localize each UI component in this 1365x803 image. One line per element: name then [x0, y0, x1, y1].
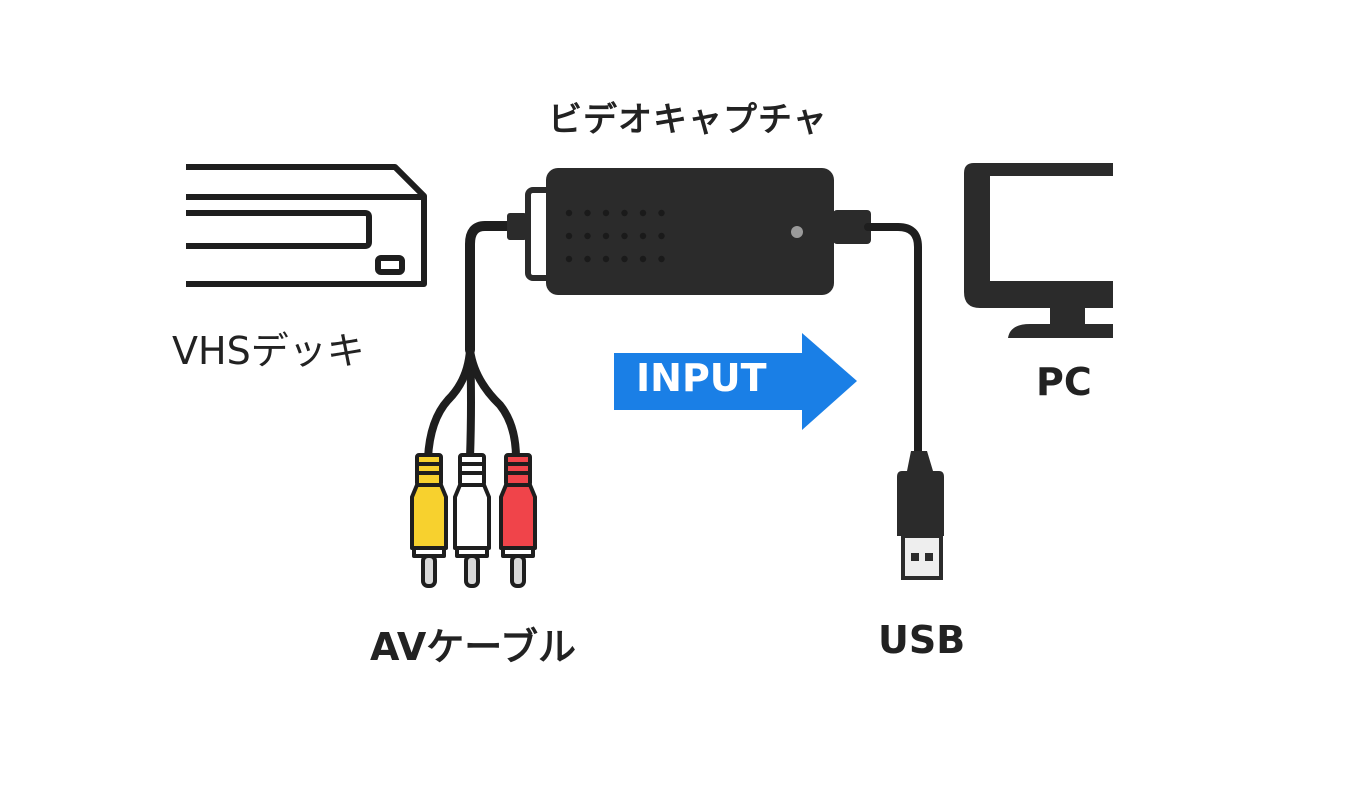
vent-dots [565, 209, 665, 263]
vent-dot [584, 255, 591, 263]
usb-cable-wire [864, 223, 922, 459]
vhs-deck-icon [186, 164, 427, 287]
led-indicator [791, 226, 803, 238]
vent-dot [621, 209, 628, 217]
vent-dot [658, 209, 665, 217]
video-capture-device-icon [507, 168, 871, 295]
vent-dot [565, 209, 573, 217]
vent-dot [639, 232, 647, 240]
capture-device-label: ビデオキャプチャ [548, 100, 828, 140]
vent-dot [565, 232, 573, 240]
input-arrow-label: INPUT [636, 356, 767, 400]
vent-dot [658, 232, 665, 240]
pc-label: PC [1036, 360, 1092, 404]
av-cable-label: AVケーブル [370, 625, 576, 669]
rca-plugs-icon [410, 453, 537, 588]
vent-dot [621, 232, 628, 240]
vhs-deck-label: VHSデッキ [172, 329, 365, 373]
vent-dot [639, 209, 647, 217]
vent-dot [565, 255, 573, 263]
usb-plug-icon [897, 451, 944, 580]
vent-dot [602, 232, 610, 240]
vent-dot [658, 255, 665, 263]
vent-dot [602, 255, 610, 263]
input-arrow-icon [614, 333, 857, 430]
rca-plug-yellow [410, 453, 448, 588]
monitor-icon [964, 163, 1113, 338]
vent-dot [584, 232, 591, 240]
vent-dot [584, 209, 591, 217]
rca-plug-red [499, 453, 537, 588]
vent-dot [621, 255, 628, 263]
av-cable-wire [424, 221, 520, 462]
usb-label: USB [878, 618, 966, 662]
rca-plug-white [453, 453, 491, 588]
vent-dot [602, 209, 610, 217]
vent-dot [639, 255, 647, 263]
